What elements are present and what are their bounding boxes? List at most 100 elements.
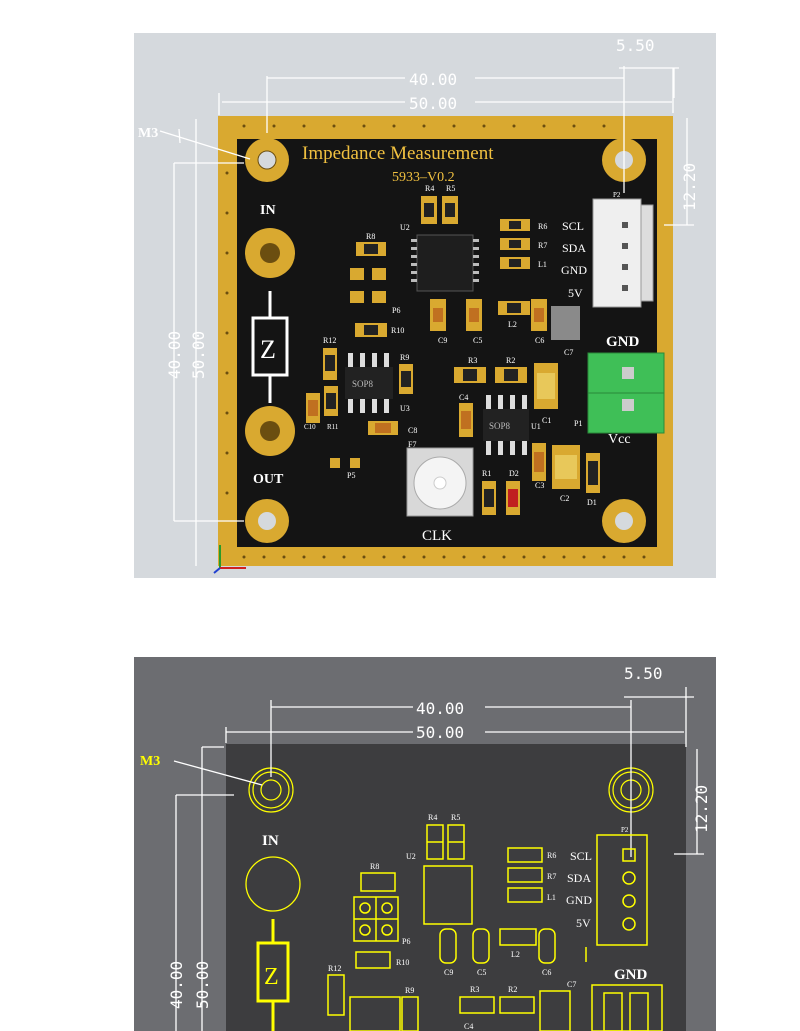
ref-c9-bottom: C9 (444, 968, 453, 977)
ref-r6: R6 (538, 222, 547, 231)
silk-c9-c5-l2-c6 (439, 928, 556, 964)
ref-f7: F7 (408, 440, 416, 449)
ref-c9: C9 (438, 336, 447, 345)
chip-u2 (411, 234, 479, 292)
in-pad (245, 228, 295, 278)
pcb-render-svg: Impedance Measurement 5933–V0.2 IN Z OUT… (138, 36, 699, 574)
silk-power-terminal (591, 984, 663, 1031)
cap-c6 (531, 299, 547, 331)
ref-c5: C5 (473, 336, 482, 345)
edge-vias (225, 124, 646, 559)
ref-r5: R5 (446, 184, 455, 193)
pcb-silkscreen-panel: 40.00 50.00 5.50 12.20 40.00 50.00 M3 IN… (134, 657, 716, 1031)
ref-r9: R9 (400, 353, 409, 362)
in-label-bottom: IN (262, 833, 279, 849)
chip-u1-label: SOP8 (489, 421, 511, 431)
ref-d1: D1 (587, 498, 597, 507)
cap-c8 (368, 421, 398, 435)
pcb-render-panel: Impedance Measurement 5933–V0.2 IN Z OUT… (134, 33, 716, 578)
ref-l1: L1 (538, 260, 547, 269)
pin-gnd-bottom: GND (566, 893, 592, 907)
inductor-l2 (498, 301, 530, 315)
ref-r4: R4 (425, 184, 434, 193)
silk-connector-p2 (596, 834, 648, 946)
ref-r5-bottom: R5 (451, 813, 460, 822)
mount-hole-bottom-right (602, 499, 646, 543)
silk-r4-r5 (426, 824, 465, 860)
ref-c10: C10 (304, 423, 316, 431)
ref-r10-bottom: R10 (396, 958, 409, 967)
dim-width-total: 50.00 (409, 94, 457, 113)
pin-scl-bottom: SCL (570, 849, 592, 863)
pcb-silkscreen-svg: 40.00 50.00 5.50 12.20 40.00 50.00 M3 IN… (140, 664, 711, 1031)
ref-u3: U3 (400, 404, 410, 413)
dim-conn-offset-bottom: 5.50 (624, 664, 663, 683)
ref-r10: R10 (391, 326, 404, 335)
diode-d2 (506, 481, 520, 515)
ref-r8: R8 (366, 232, 375, 241)
ref-d2: D2 (509, 469, 519, 478)
dim-height-total: 50.00 (189, 331, 208, 379)
ref-l2-bottom: L2 (511, 950, 520, 959)
board-title: Impedance Measurement (302, 143, 494, 164)
ref-r3: R3 (468, 356, 477, 365)
ref-u2: U2 (400, 223, 410, 232)
dim-conn-height: 12.20 (680, 163, 699, 211)
ref-c5-bottom: C5 (477, 968, 486, 977)
ref-r2-bottom: R2 (508, 985, 517, 994)
cap-c7 (551, 306, 580, 340)
resistor-r10 (355, 323, 387, 337)
gnd-label-bottom: GND (614, 967, 648, 983)
pin-sda: SDA (562, 241, 586, 255)
ref-l1-bottom: L1 (547, 893, 556, 902)
ref-r3-bottom: R3 (470, 985, 479, 994)
clk-label: CLK (422, 528, 452, 544)
ref-c6-bottom: C6 (542, 968, 551, 977)
resistor-r8 (356, 242, 386, 256)
dim-height-holes: 40.00 (165, 331, 184, 379)
resistor-r9 (399, 364, 413, 394)
ref-c7-bottom: C7 (567, 980, 576, 989)
dim-labels-bottom: 40.00 50.00 5.50 12.20 40.00 50.00 (167, 664, 711, 1009)
pin-gnd: GND (561, 263, 587, 277)
ref-c8: C8 (408, 426, 417, 435)
board-version: 5933–V0.2 (392, 170, 455, 185)
axis-gizmo-icon (213, 545, 246, 574)
power-terminal-p1 (587, 352, 665, 434)
board-body-dark (226, 744, 686, 1031)
z-label: Z (260, 335, 276, 364)
ref-r9-bottom: R9 (405, 986, 414, 995)
ref-c6: C6 (535, 336, 544, 345)
jumper-p5 (330, 458, 360, 468)
ref-r2: R2 (506, 356, 515, 365)
resistors-r6-r7-l1 (500, 219, 530, 269)
connector-p2 (592, 198, 654, 308)
out-label: OUT (253, 472, 284, 487)
in-pad-outline (245, 856, 301, 912)
ref-p6: P6 (392, 306, 400, 315)
dim-width-holes-bottom: 40.00 (416, 699, 464, 718)
diode-d1 (586, 453, 600, 493)
in-label: IN (260, 203, 276, 218)
resistor-r11 (324, 386, 338, 416)
silk-lower-parts (327, 974, 571, 1031)
silk-r6-r7-l1 (507, 847, 543, 903)
ref-p1: P1 (574, 419, 582, 428)
dim-width-total-bottom: 50.00 (416, 723, 464, 742)
ref-u2-bottom: U2 (406, 852, 416, 861)
dim-conn-height-bottom: 12.20 (692, 785, 711, 833)
ref-r7: R7 (538, 241, 547, 250)
cap-c10 (306, 393, 320, 423)
ref-u1: U1 (531, 422, 541, 431)
ref-p2: P2 (613, 191, 621, 199)
ref-p5: P5 (347, 471, 355, 480)
resistor-r1 (482, 481, 496, 515)
resistors-r4-r5 (421, 196, 458, 224)
ref-r6-bottom: R6 (547, 851, 556, 860)
pin-5v: 5V (568, 286, 583, 300)
silk-u2 (423, 865, 473, 925)
out-pad (245, 406, 295, 456)
cap-c1 (534, 363, 558, 409)
cap-c2 (552, 445, 580, 489)
mount-hole-bottom-left (245, 499, 289, 543)
